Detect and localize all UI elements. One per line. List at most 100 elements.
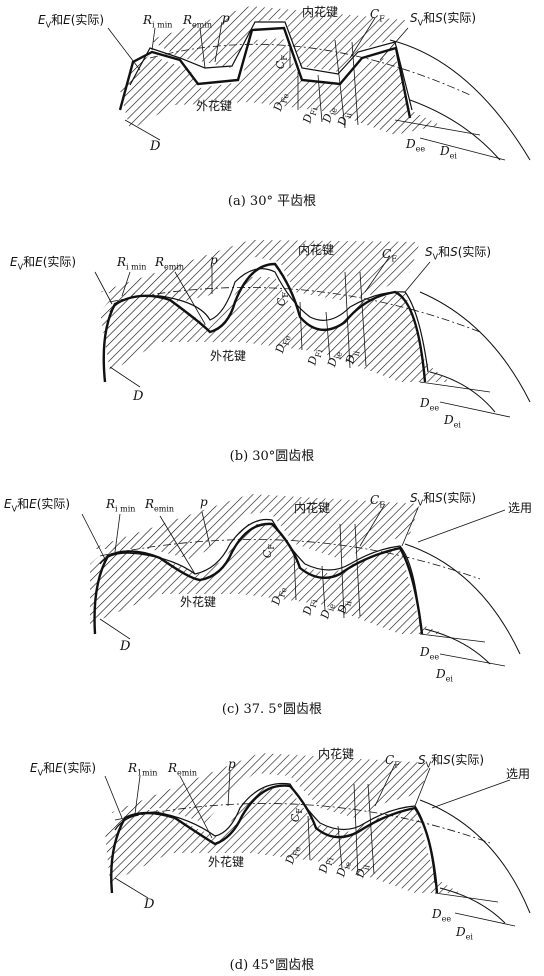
dim-die [344, 271, 351, 369]
pitch-circle-arc [109, 287, 481, 333]
dim-die [353, 783, 359, 877]
label-sv-and-s: SV和S(实际) [425, 245, 492, 262]
label-ri-min: R1min [128, 761, 158, 778]
label-cf-small: CF [274, 292, 291, 307]
inner-spline-hatch [100, 240, 420, 302]
label-dee: Dee [432, 907, 452, 924]
label-re-min: Remin [183, 13, 213, 30]
outer-spline-hatch [100, 277, 450, 382]
label-re-min: Remin [155, 255, 185, 272]
label-cf-small: CF [288, 808, 305, 823]
leader-ev [81, 513, 106, 560]
caption-a: (a) 30° 平齿根 [227, 194, 317, 209]
label-inner-key: 内花键 [318, 747, 355, 761]
dim-dii [367, 783, 375, 875]
label-cf: CF [382, 247, 397, 264]
leader-ri [121, 271, 131, 297]
panel-a: EV和E(实际) Ri min Remin p 内花键 CF SV和S(实际) … [0, 0, 544, 215]
label-re-min: Remin [145, 497, 175, 514]
dim-dfe [299, 301, 303, 351]
label-outer-key: 外花键 [208, 855, 245, 869]
label-inner-key: 内花键 [302, 5, 339, 19]
dim-dfi [337, 825, 343, 869]
major-circle-arc [419, 291, 531, 403]
leader-re [174, 271, 206, 325]
dim-dei [439, 653, 506, 667]
dim-d [109, 366, 141, 388]
label-sv-and-s: SV和S(实际) [418, 753, 485, 770]
label-inner-key: 内花键 [298, 243, 335, 257]
inner-spline-profile [114, 782, 436, 884]
label-cf: CF [370, 7, 385, 24]
panel-d: EV和E(实际) R1min Remin p 内花键 CF SV和S(实际) 选… [0, 738, 544, 976]
leader-sv [401, 507, 419, 547]
panel-b-drawing [94, 240, 531, 418]
dim-dee [434, 892, 499, 903]
dim-dfe [293, 553, 297, 601]
major-circle-arc-2 [409, 99, 501, 161]
panel-c: EV和E(实际) Ri min Remin p 内花键 CF SV和S(实际) … [0, 484, 544, 724]
leader-ri [151, 27, 156, 51]
caption-d: (d) 45°圆齿根 [229, 958, 315, 973]
leader-p [227, 769, 231, 807]
label-dei: Dei [444, 413, 461, 430]
outer-spline-profile [118, 26, 412, 119]
outer-spline-profile [110, 784, 439, 894]
dim-dee [394, 119, 481, 136]
label-p: p [210, 253, 218, 267]
label-ev-and-e: EV和E(实际) [4, 497, 71, 514]
leader-optional [431, 779, 511, 809]
label-d: D [150, 139, 161, 154]
label-dee: Dee [406, 137, 426, 154]
leader-ev [107, 27, 141, 71]
label-ri-min: Ri min [117, 255, 147, 272]
dim-dfe [307, 815, 311, 861]
major-circle-arc [389, 39, 531, 161]
leader-ri [134, 775, 141, 815]
panel-b: EV和E(实际) Ri min Remin p 内花键 CF SV和S(实际) … [0, 232, 544, 472]
leader-re [199, 27, 206, 69]
label-d: D [144, 897, 155, 912]
label-optional: 选用 [506, 767, 531, 781]
label-ri-min: Ri min [143, 13, 173, 30]
pitch-circle-arc [149, 44, 471, 96]
label-ev-and-e: EV和E(实际) [30, 761, 97, 778]
label-outer-key: 外花键 [196, 99, 233, 113]
dim-dee [419, 381, 491, 393]
label-outer-key: 外花键 [180, 595, 217, 609]
inner-spline-hatch [150, 6, 405, 72]
major-circle-arc-2 [429, 371, 496, 413]
leader-cf [374, 763, 396, 807]
label-ri-min: Ri min [106, 497, 136, 514]
dim-d [99, 618, 131, 640]
dim-dfi [325, 311, 331, 361]
label-re-min: Remin [168, 761, 198, 778]
label-p: p [222, 11, 230, 25]
dim-dei [419, 137, 506, 161]
dim-dei [454, 912, 516, 927]
leader-p [214, 21, 223, 63]
major-circle-arc-2 [424, 628, 491, 665]
leader-sv [404, 261, 431, 293]
inner-spline-profile [129, 21, 413, 111]
leader-re [159, 515, 196, 575]
label-cf-small: CF [273, 55, 290, 70]
label-cf-small: CF [260, 544, 277, 559]
panel-a-drawing [107, 6, 531, 161]
dim-dee [419, 633, 486, 643]
leader-cf [349, 17, 376, 59]
outer-spline-profile [93, 522, 424, 635]
dim-dfi [317, 74, 323, 123]
label-sv-and-s: SV和S(实际) [410, 11, 477, 28]
dim-d [124, 119, 161, 141]
dim-d [114, 877, 149, 899]
label-dee: Dee [420, 396, 440, 413]
outer-spline-hatch [90, 524, 445, 634]
major-circle-arc-2 [439, 887, 506, 924]
dim-dfi [321, 565, 326, 611]
label-optional: 选用 [508, 501, 533, 515]
major-circle-arc [404, 543, 521, 655]
label-dee: Dee [420, 645, 440, 662]
panel-d-drawing [104, 753, 531, 927]
leader-p [201, 511, 211, 547]
